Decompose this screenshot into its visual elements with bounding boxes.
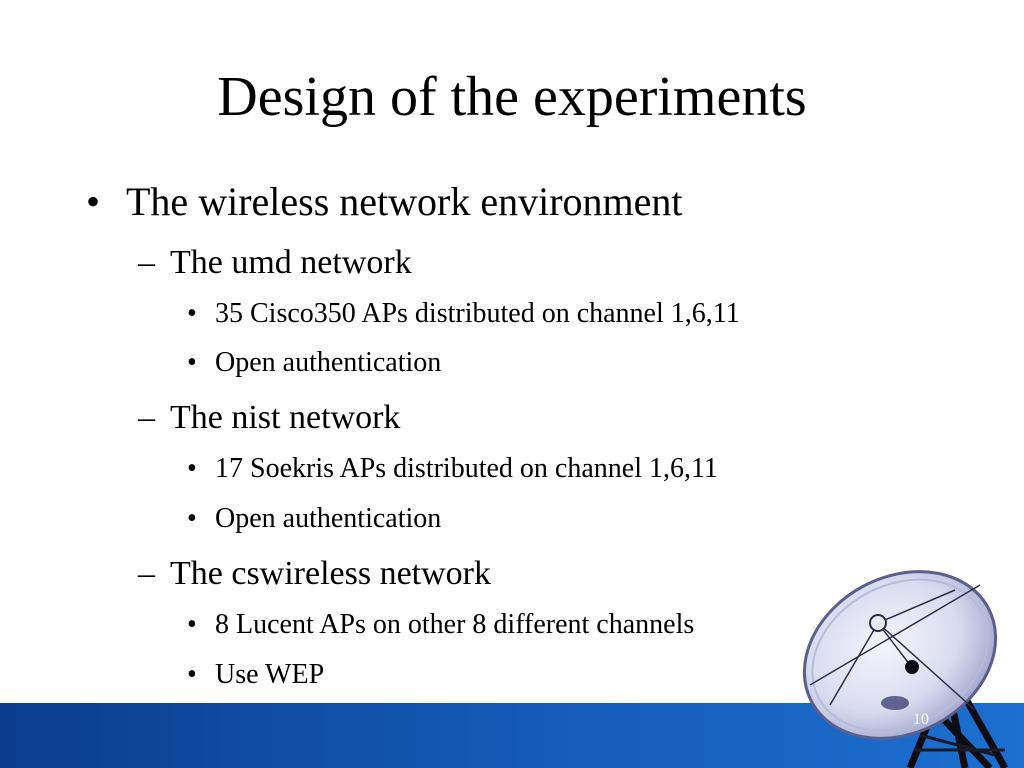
- bullet-marker: •: [187, 609, 197, 640]
- dash-marker: –: [138, 399, 155, 436]
- slide-number: 10: [913, 711, 929, 728]
- bullet-marker: •: [187, 298, 197, 329]
- satellite-dish-icon: [802, 570, 1009, 768]
- list-item-text: 8 Lucent APs on other 8 different channe…: [215, 609, 695, 640]
- list-item-text: 35 Cisco350 APs distributed on channel 1…: [215, 298, 740, 329]
- list-item-text: Open authentication: [215, 503, 442, 534]
- sub-bullet-text: The umd network: [170, 244, 412, 281]
- bullet-marker: •: [86, 179, 101, 224]
- bullet-text: The wireless network environment: [126, 179, 683, 224]
- list-item-text: 17 Soekris APs distributed on channel 1,…: [215, 453, 718, 484]
- bullet-marker: •: [187, 347, 197, 378]
- bullet-marker: •: [187, 453, 197, 484]
- bullet-list: • The wireless network environment – The…: [86, 179, 740, 690]
- slide-title: Design of the experiments: [217, 66, 807, 128]
- sub-bullet-text: The cswireless network: [170, 555, 492, 592]
- list-item-text: Open authentication: [215, 347, 442, 378]
- dash-marker: –: [138, 555, 155, 592]
- bullet-marker: •: [187, 659, 197, 690]
- sub-bullet-text: The nist network: [170, 399, 401, 436]
- bullet-marker: •: [187, 503, 197, 534]
- dash-marker: –: [138, 244, 155, 281]
- list-item-text: Use WEP: [215, 659, 325, 690]
